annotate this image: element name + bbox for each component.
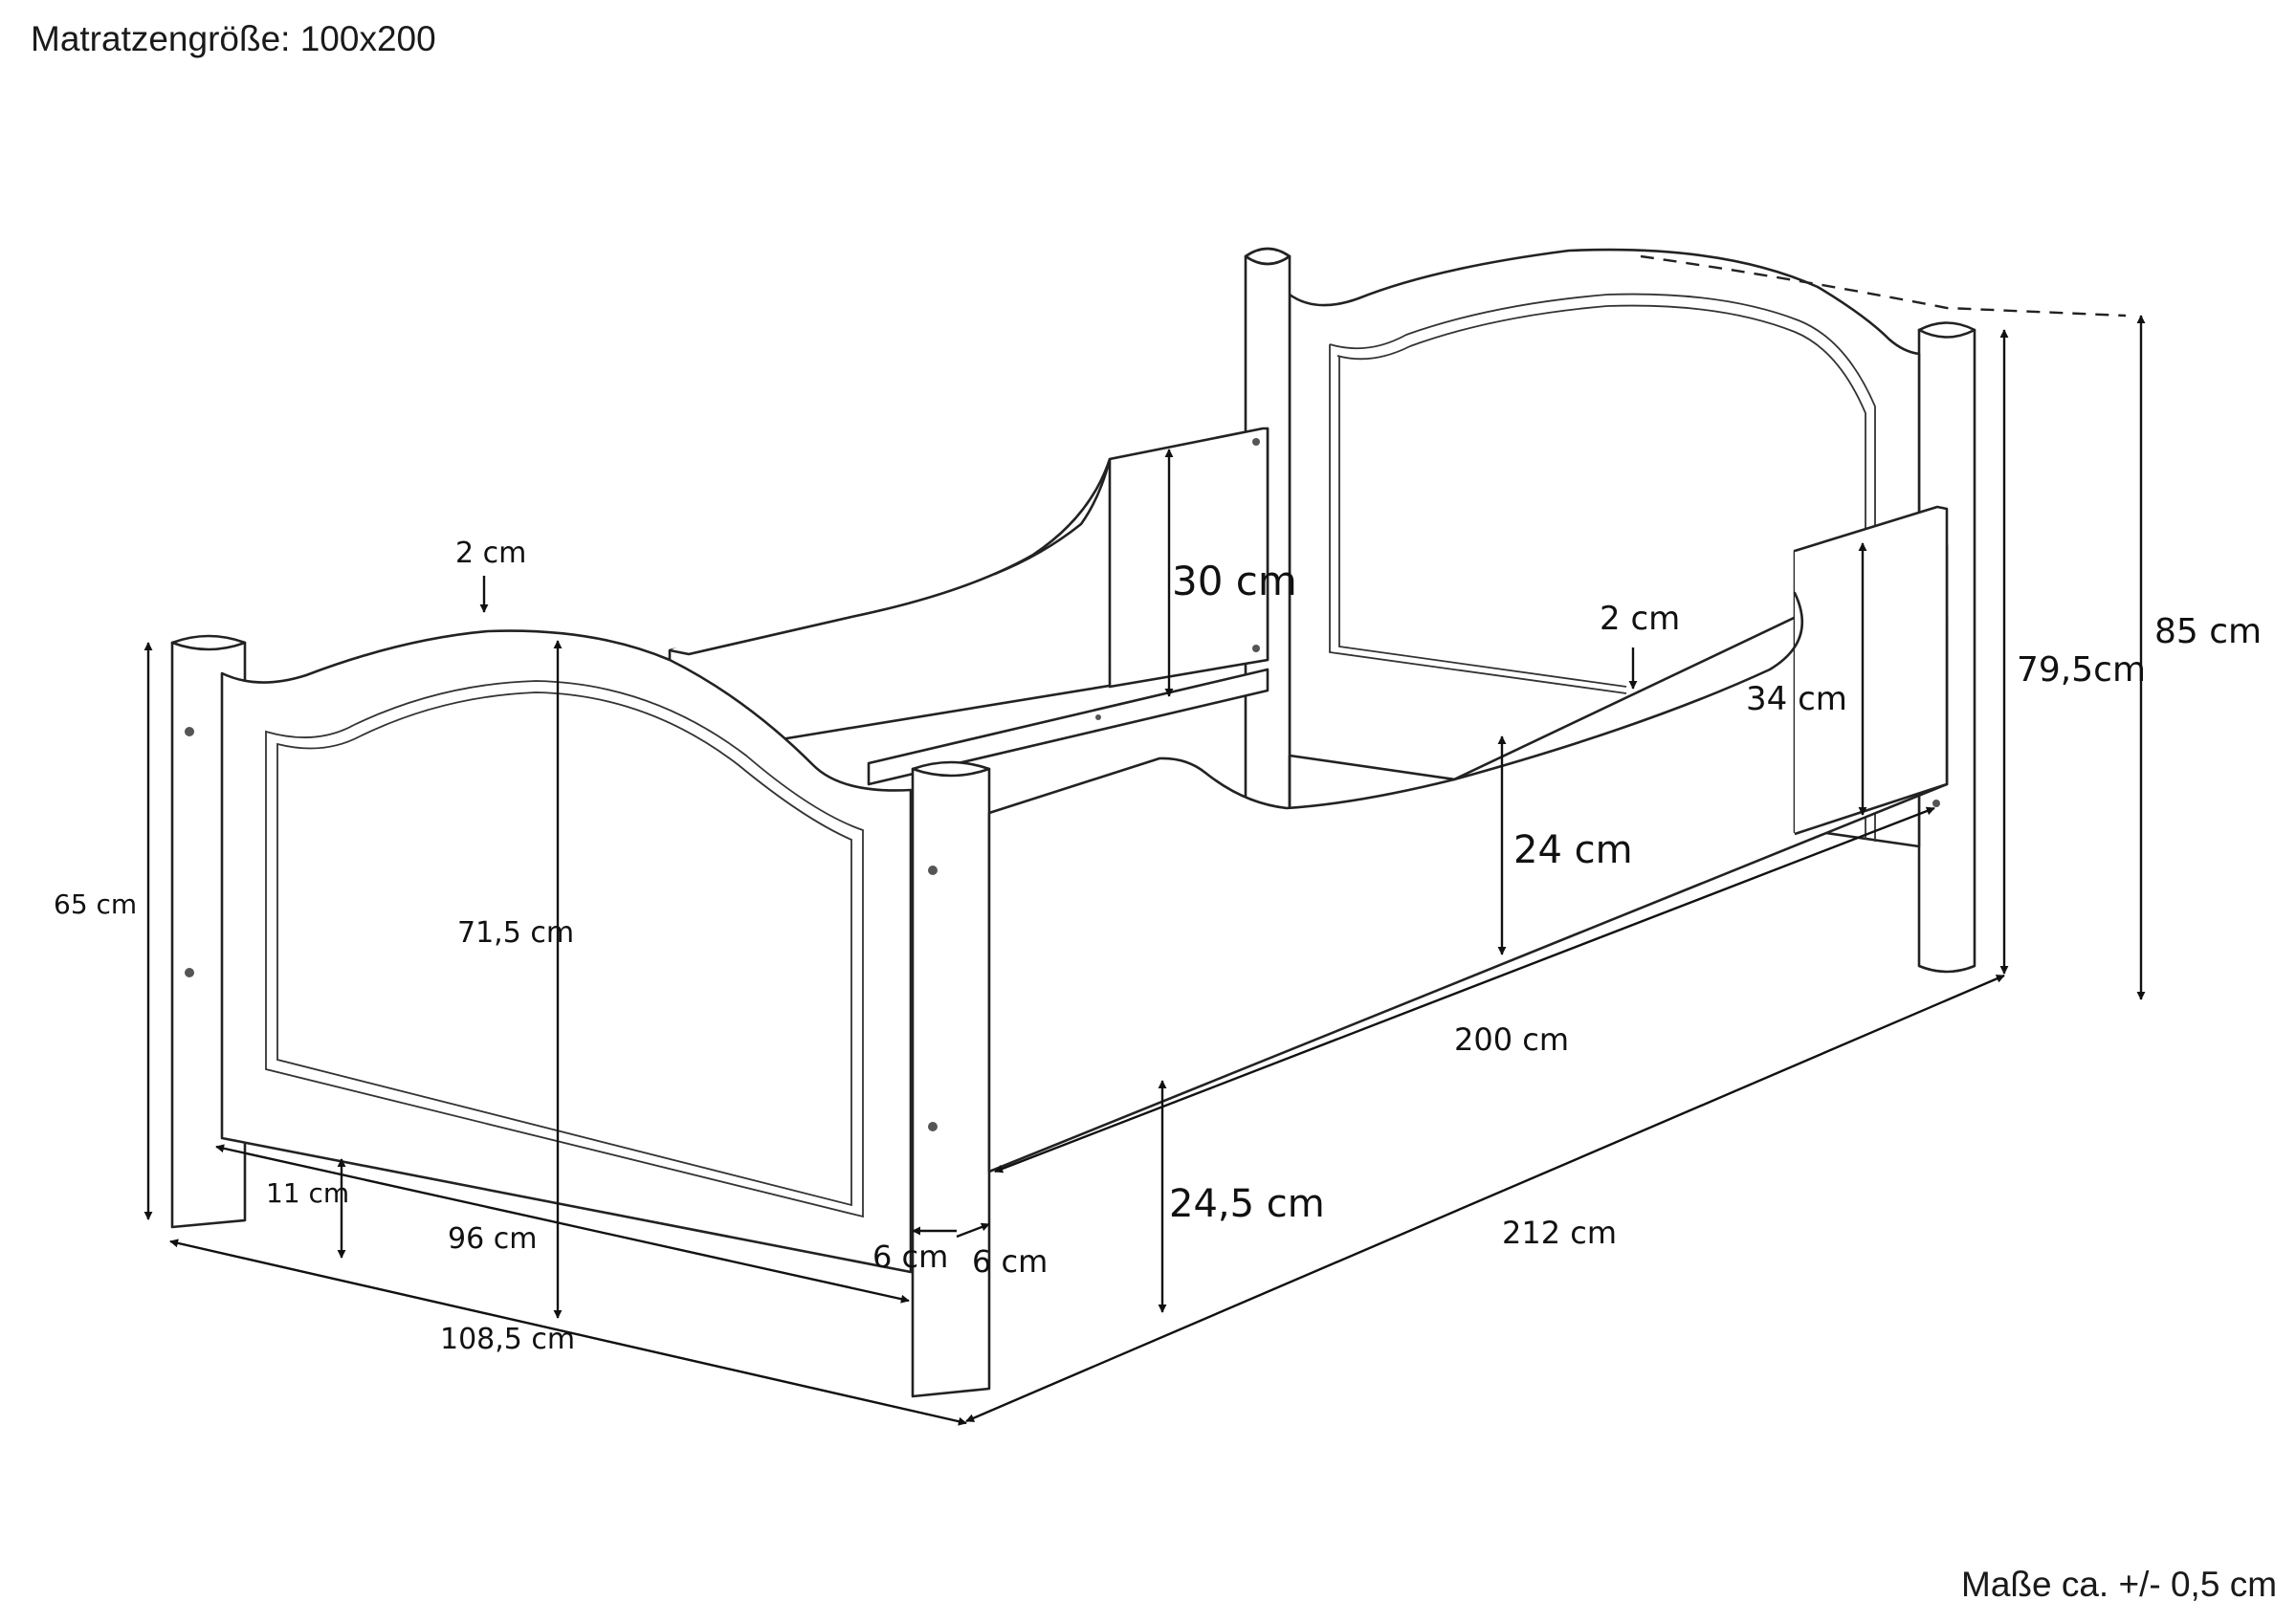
label-bottom-rail-height: 11 cm [266,1177,349,1209]
label-right-rail-height: 34 cm [1746,680,1847,718]
label-outer-width: 108,5 cm [440,1323,575,1356]
label-post-width-a: 6 cm [872,1239,948,1275]
back-side-rail [668,427,1269,786]
label-footboard-height: 65 cm [54,888,137,920]
footboard-panel [220,629,913,1274]
label-floor-clearance: 24,5 cm [1169,1182,1325,1226]
label-total-height: 85 cm [2154,612,2262,651]
height-projection-line [1640,254,2127,318]
dimension-lines [144,315,2146,1426]
label-side-rail-height: 24 cm [1513,828,1633,872]
footer-tolerance-note: Maße ca. +/- 0,5 cm [1961,1565,2278,1604]
label-post-width-b: 6 cm [972,1243,1048,1280]
dimension-labels: 2 cm 30 cm 2 cm 34 cm 79,5cm 85 cm 65 cm… [54,537,2262,1356]
label-side-rail-back-height: 30 cm [1172,558,1297,604]
footboard [170,629,991,1398]
footboard-inner-frame [265,680,864,1218]
label-inner-top-thickness: 2 cm [1600,600,1680,638]
label-footboard-panel-height: 71,5 cm [457,916,574,950]
label-inner-length: 200 cm [1454,1021,1569,1058]
headboard-inner-frame [1329,293,1876,842]
header-mattress-size: Matratzengröße: 100x200 [31,19,436,58]
label-headboard-height: 79,5cm [2017,650,2146,690]
footboard-post-right [911,760,991,1398]
label-inner-width: 96 cm [448,1222,537,1256]
label-headboard-top-thickness: 2 cm [455,537,526,570]
label-outer-length: 212 cm [1502,1215,1617,1251]
